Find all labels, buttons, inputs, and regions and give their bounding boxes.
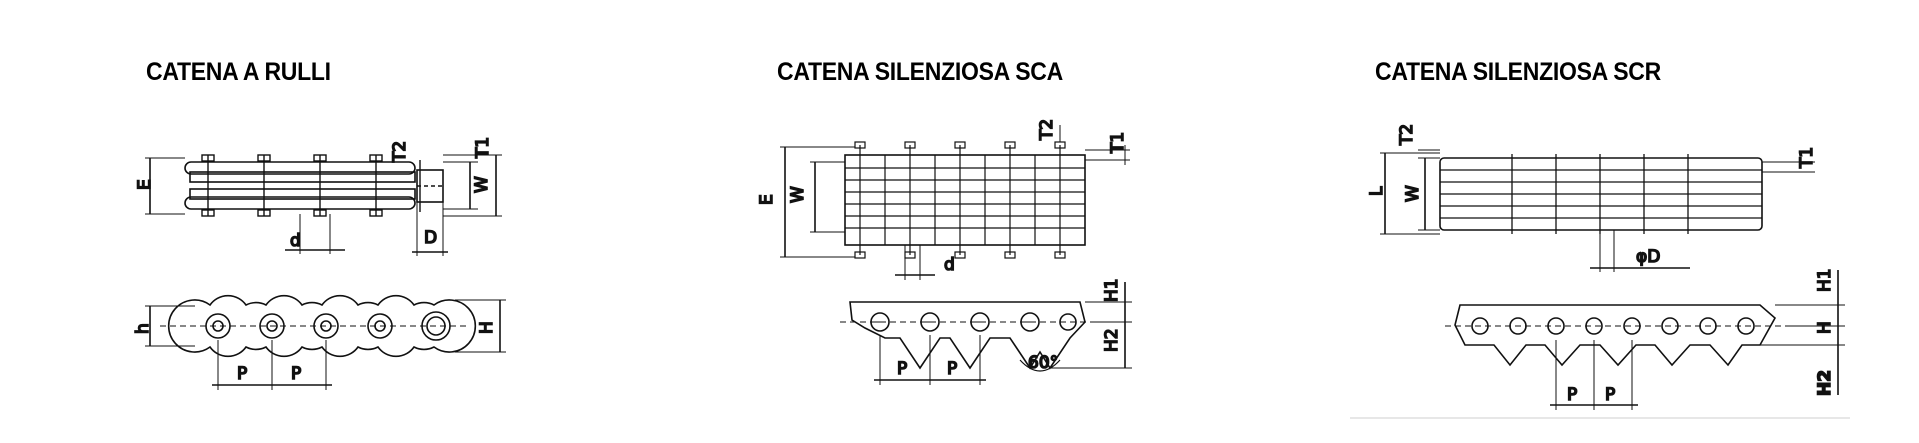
silent-chain-scr-top-view	[1380, 149, 1815, 272]
dim-label-t1: T1	[473, 137, 493, 159]
sca-dim-label-w: W	[788, 186, 808, 203]
dim-label-pitch-1: P	[237, 364, 247, 384]
panel-title-roller-chain: CATENA A RULLI	[146, 58, 331, 86]
silent-chain-scr-side-view	[1350, 270, 1850, 419]
sca-dim-label-h2: H2	[1102, 328, 1122, 352]
sca-dim-label-t1: T1	[1108, 132, 1128, 154]
dim-label-e: E	[135, 179, 155, 190]
silent-chain-sca-side-view	[840, 282, 1132, 385]
scr-dim-label-h: H	[1815, 321, 1835, 334]
sca-dim-label-t2: T2	[1037, 119, 1057, 141]
scr-dim-label-phi-d: φD	[1636, 247, 1660, 267]
sca-dim-label-pitch-1: P	[897, 359, 907, 379]
silent-chain-sca-top-view	[780, 125, 1130, 280]
scr-dim-label-h1: H1	[1815, 268, 1835, 292]
scr-dim-label-t1: T1	[1797, 147, 1817, 169]
dim-label-d-roller: D	[424, 228, 437, 248]
sca-dim-label-d: d	[944, 255, 955, 275]
scr-dim-label-t2: T2	[1397, 124, 1417, 146]
panel-title-silent-chain-sca: CATENA SILENZIOSA SCA	[777, 58, 1063, 86]
dim-label-d-small: d	[290, 231, 301, 251]
dim-label-h: H	[477, 321, 497, 334]
sca-dim-label-angle: 60°	[1028, 353, 1058, 373]
scr-dim-label-pitch-1: P	[1567, 385, 1577, 405]
sca-dim-label-e: E	[757, 194, 777, 205]
scr-dim-label-l: L	[1367, 186, 1387, 196]
dim-label-t2: T2	[390, 141, 410, 163]
sca-dim-label-h1: H1	[1102, 278, 1122, 302]
panel-title-silent-chain-scr: CATENA SILENZIOSA SCR	[1375, 58, 1661, 86]
sca-dim-label-pitch-2: P	[947, 359, 957, 379]
roller-chain-top-view	[145, 154, 502, 256]
scr-dim-label-w: W	[1403, 185, 1423, 202]
roller-chain-side-view	[145, 294, 506, 390]
scr-dim-label-pitch-2: P	[1605, 385, 1615, 405]
scr-dim-label-h2: H2	[1815, 370, 1835, 396]
dim-label-w: W	[472, 176, 492, 193]
dim-label-pitch-2: P	[291, 364, 301, 384]
dim-label-h-small: h	[133, 323, 153, 334]
